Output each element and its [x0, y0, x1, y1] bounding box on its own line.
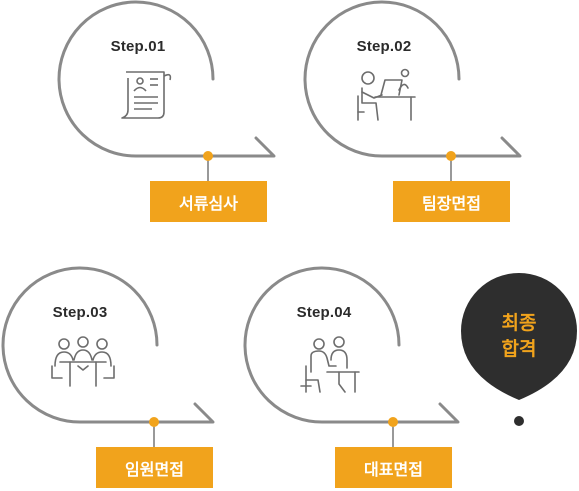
- step-2-tag: 팀장면접: [393, 181, 510, 222]
- document-resume-icon: [121, 71, 172, 119]
- step-3-tag: 임원면접: [96, 447, 213, 488]
- step-1-loop: [57, 0, 276, 158]
- step-3-loop: [1, 266, 215, 424]
- meeting-table-icon: [51, 336, 115, 387]
- step-2-label: Step.02: [356, 38, 412, 55]
- final-line-2: 합격: [501, 338, 537, 360]
- person-at-laptop-icon: [357, 68, 416, 121]
- step-3-dot: [149, 417, 159, 427]
- step-4-label: Step.04: [296, 304, 352, 321]
- step-3-label: Step.03: [52, 304, 108, 321]
- final-result-label: 최종 합격: [461, 310, 577, 362]
- map-pin-icon: [461, 273, 577, 400]
- step-2-loop: [303, 0, 522, 158]
- final-dot: [514, 416, 524, 426]
- step-1-tag: 서류심사: [150, 181, 267, 222]
- final-line-1: 최종: [501, 312, 537, 334]
- step-4-tag: 대표면접: [335, 447, 452, 488]
- step-4-dot: [388, 417, 398, 427]
- step-1-dot: [203, 151, 213, 161]
- step-1-label: Step.01: [110, 38, 166, 55]
- step-2-dot: [446, 151, 456, 161]
- step-4-loop: [243, 266, 460, 424]
- two-people-interview-icon: [300, 336, 360, 393]
